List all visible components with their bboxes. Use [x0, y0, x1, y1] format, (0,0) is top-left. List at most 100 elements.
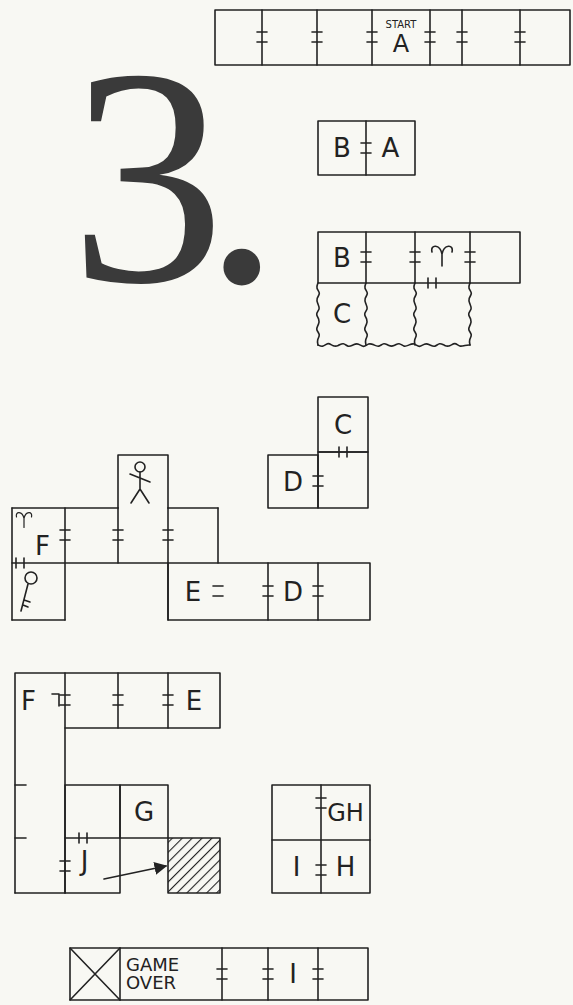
wall-line: [457, 41, 467, 43]
wall-line: [21, 584, 30, 611]
wall-line: [163, 539, 173, 541]
wall-line: [15, 892, 65, 894]
room-cell: B: [318, 121, 366, 175]
wall-line: [60, 860, 70, 862]
wall-line: [263, 585, 273, 587]
wall-line: [167, 673, 169, 728]
room-cell: A: [366, 121, 415, 175]
room-strip: [215, 10, 570, 65]
room-letter: A: [393, 32, 409, 56]
room-cell: F: [12, 508, 65, 563]
wall-line: [365, 232, 367, 283]
room-letter: C: [334, 412, 352, 438]
room-letter: GH: [327, 801, 364, 825]
wall-line: [213, 595, 223, 597]
wall-line: [272, 785, 370, 893]
room-cell: I: [272, 840, 321, 893]
room-letter: D: [283, 579, 303, 605]
room-letter: A: [382, 135, 400, 161]
room-cell: G: [120, 785, 168, 838]
wavy-walls: [317, 283, 472, 346]
wall-line: [168, 563, 370, 620]
wall-line: [113, 529, 123, 531]
wall-line: [519, 10, 521, 65]
wall-line: [425, 41, 435, 43]
wall-line: [313, 968, 323, 970]
room-cell: H: [321, 840, 370, 893]
wall-line: [318, 452, 368, 508]
wall-line: [261, 10, 263, 65]
wall-line: [12, 562, 168, 564]
wall-line: [117, 673, 119, 728]
room-letter: H: [336, 854, 356, 880]
wall-line: [257, 41, 267, 43]
room-cell: GH: [321, 785, 370, 840]
wall-line: [263, 978, 273, 980]
ram-symbol: [432, 246, 453, 266]
wall-line: [78, 833, 80, 843]
room-cell: E: [168, 673, 220, 728]
wall-line: [465, 251, 475, 253]
wall-line: [457, 31, 467, 33]
room-letter: E: [185, 579, 201, 605]
wall-line: [163, 529, 173, 531]
wall-line: [515, 31, 525, 33]
wall-line: [12, 619, 65, 621]
room-letter: E: [186, 688, 202, 714]
cross-mark: [70, 948, 120, 1000]
room-letter: I: [289, 961, 297, 987]
wall-line: [317, 948, 319, 1000]
wall-line: [318, 344, 470, 347]
room-cell: J: [65, 838, 120, 893]
wall-line: [86, 833, 88, 843]
wall-line: [427, 278, 429, 288]
wall-line: [320, 785, 322, 893]
room-letter: B: [333, 135, 351, 161]
hatched-room: [168, 838, 220, 893]
wall-line: [217, 968, 227, 970]
wall-line: [60, 704, 70, 706]
wall-line: [465, 261, 475, 263]
room-cell: C: [318, 283, 366, 345]
wall-line: [163, 704, 173, 706]
room-letter: D: [283, 469, 303, 495]
wall-line: [316, 874, 326, 876]
wall-line: [313, 978, 323, 980]
wall-line: [367, 31, 377, 33]
room-letter: GAME OVER: [126, 956, 192, 992]
wall-line: [312, 41, 322, 43]
wall-line: [367, 41, 377, 43]
wall-line: [11, 508, 13, 620]
room-letter: B: [333, 245, 351, 271]
wall-line: [365, 121, 367, 175]
wall-line: [113, 539, 123, 541]
wall-line: [318, 232, 520, 283]
wall-line: [515, 41, 525, 43]
wall-line: [217, 508, 219, 563]
wall-line: [313, 595, 323, 597]
wall-line: [469, 283, 472, 345]
wall-line: [272, 839, 370, 841]
wall-line: [313, 585, 323, 587]
room-cell: B: [318, 232, 366, 283]
room-strip: [318, 121, 415, 175]
room-cell: I: [268, 948, 318, 1000]
room-letter: START: [386, 20, 417, 30]
wall-line: [313, 485, 323, 487]
wall-line: [316, 797, 326, 799]
wall-line: [163, 694, 173, 696]
wall-line: [23, 558, 25, 568]
wall-line: [60, 694, 70, 696]
room-strip: [318, 232, 520, 283]
room-group: [272, 785, 370, 893]
wall-line: [361, 152, 371, 154]
wall-line: [257, 31, 267, 33]
wall-line: [313, 475, 323, 477]
wall-line: [60, 539, 70, 541]
wall-line: [70, 948, 368, 1000]
key-icon: [21, 572, 37, 611]
wall-line: [15, 558, 17, 568]
wall-line: [15, 673, 220, 893]
wall-line: [213, 585, 223, 587]
